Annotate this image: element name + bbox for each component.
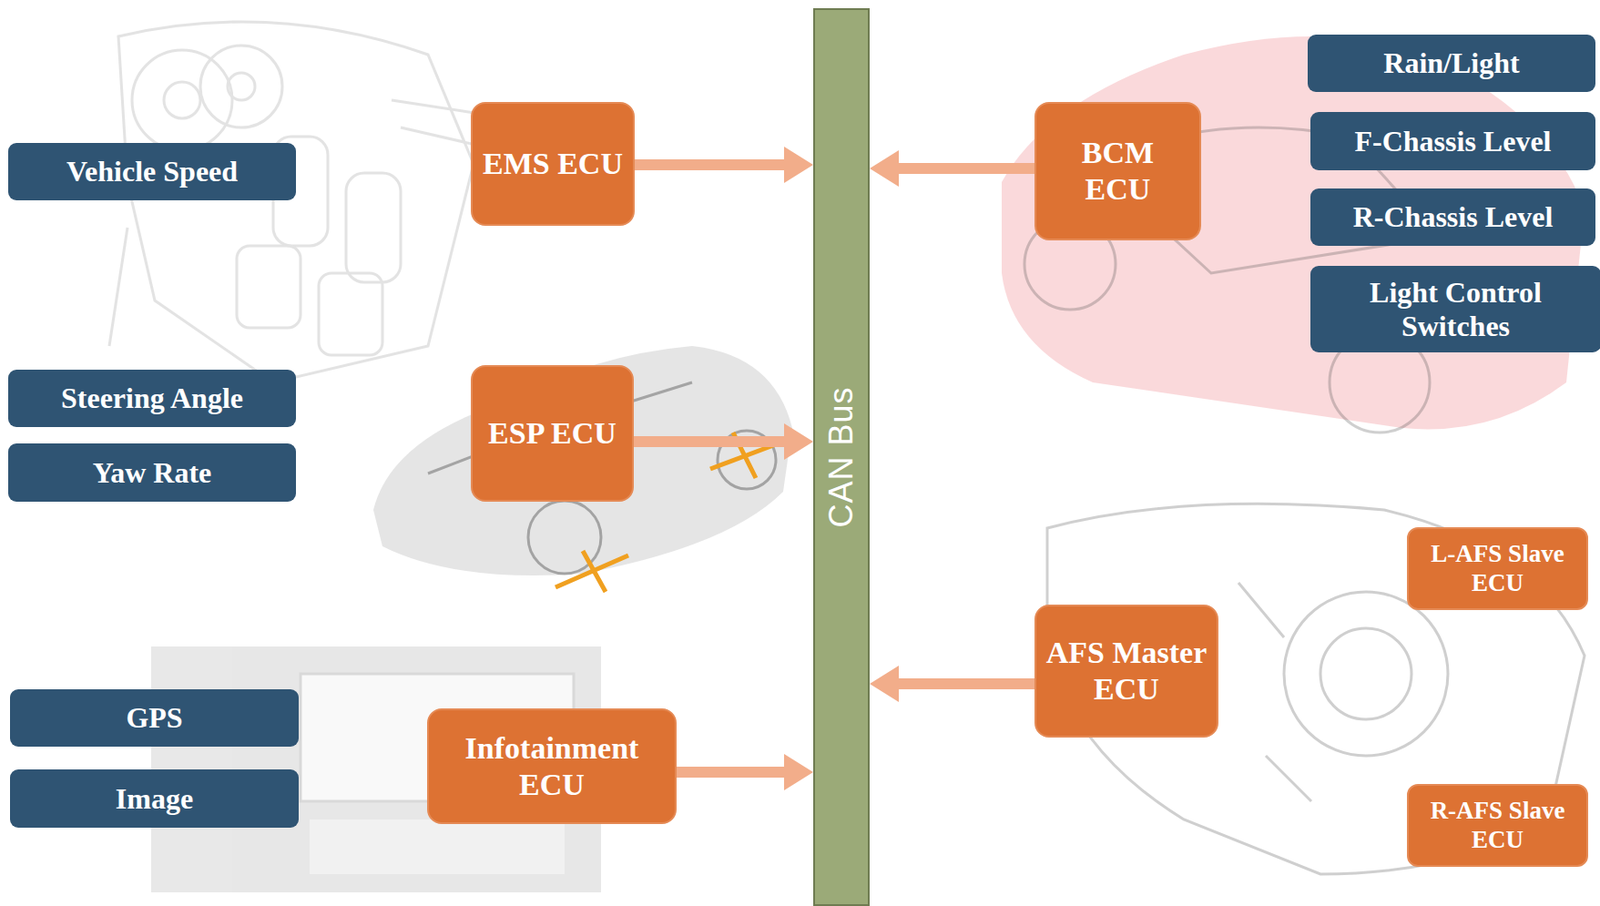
esp-car-illustration: [373, 346, 793, 592]
signal-box: Vehicle Speed: [8, 142, 296, 201]
slave-ecu-box: L-AFS Slave ECU: [1406, 527, 1589, 611]
can-bus-bar: CAN Bus: [813, 8, 870, 906]
node-label: R-AFS Slave ECU: [1417, 796, 1578, 855]
node-label: Infotainment ECU: [438, 730, 666, 804]
ecu-box: EMS ECU: [470, 101, 635, 226]
ecu-box: Infotainment ECU: [427, 708, 677, 825]
node-label: Image: [115, 782, 194, 816]
ecu-box: BCM ECU: [1034, 101, 1202, 241]
signal-arrow: [633, 436, 785, 448]
node-label: BCM ECU: [1045, 134, 1191, 208]
node-label: GPS: [125, 701, 183, 735]
signal-arrow: [898, 163, 1035, 174]
signal-box: Image: [10, 769, 299, 828]
node-label: F-Chassis Level: [1355, 124, 1552, 159]
ecu-box: AFS Master ECU: [1034, 604, 1219, 738]
node-label: CAN Bus: [822, 386, 861, 528]
signal-arrow: [676, 766, 785, 778]
engine-illustration: [109, 21, 520, 383]
signal-box: F-Chassis Level: [1310, 112, 1596, 171]
node-label: Yaw Rate: [92, 456, 213, 490]
node-label: Steering Angle: [61, 381, 244, 416]
slave-ecu-box: R-AFS Slave ECU: [1406, 784, 1589, 867]
signal-arrow: [634, 159, 785, 171]
signal-box: R-Chassis Level: [1310, 188, 1596, 246]
signal-box: GPS: [10, 689, 299, 747]
node-label: ESP ECU: [488, 415, 617, 452]
ecu-box: ESP ECU: [470, 365, 634, 502]
node-label: Light Control Switches: [1321, 275, 1590, 344]
signal-box: Steering Angle: [8, 369, 296, 428]
signal-box: Light Control Switches: [1310, 265, 1600, 353]
signal-box: Rain/Light: [1307, 34, 1596, 92]
node-label: R-Chassis Level: [1353, 200, 1554, 235]
node-label: AFS Master ECU: [1045, 634, 1208, 708]
node-label: Vehicle Speed: [66, 154, 238, 189]
node-label: Rain/Light: [1383, 46, 1519, 81]
node-label: L-AFS Slave ECU: [1417, 540, 1578, 598]
signal-arrow: [898, 678, 1035, 690]
node-label: EMS ECU: [482, 145, 623, 183]
signal-box: Yaw Rate: [8, 443, 296, 502]
